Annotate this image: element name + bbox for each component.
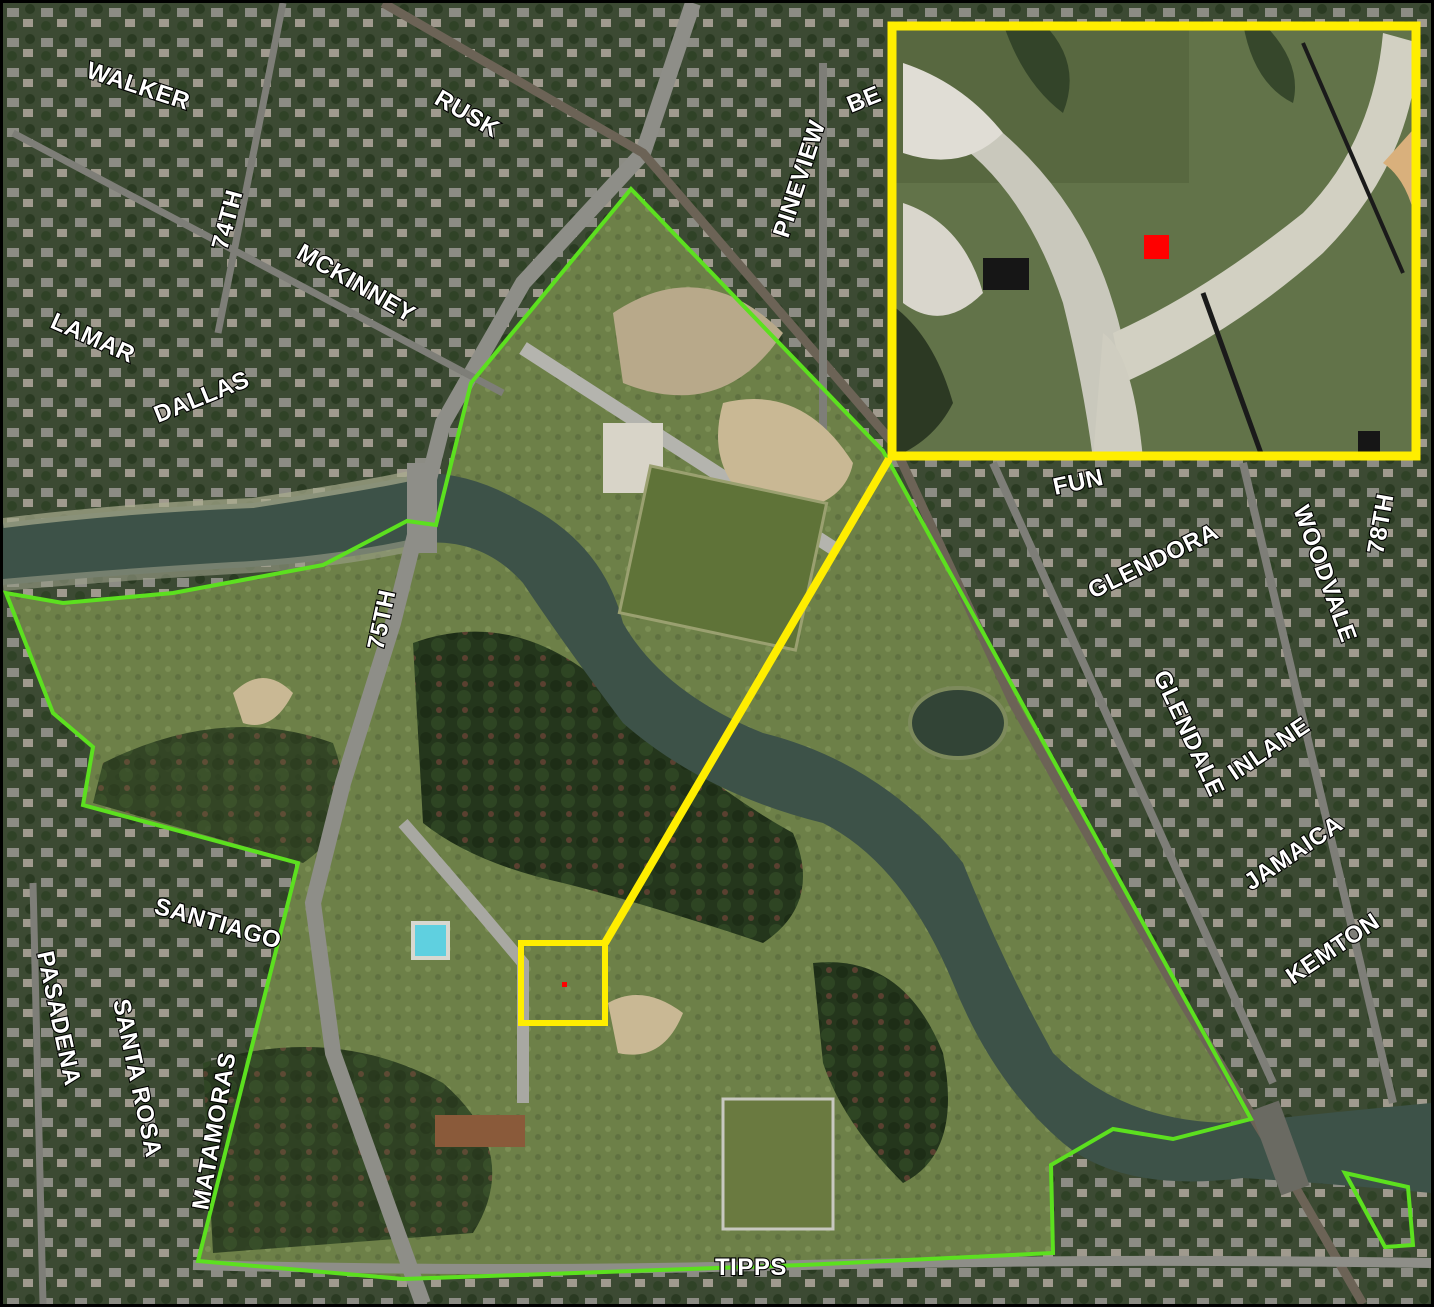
pond: [908, 686, 1008, 760]
inset-tree-shadow-northeast: [1243, 23, 1295, 103]
inset-path-junction: [1093, 333, 1143, 459]
community-building: [435, 1115, 525, 1147]
road-lamar: [11, 129, 505, 397]
inset-path-east: [1113, 33, 1419, 383]
swimming-pool: [411, 921, 450, 960]
park-boundary-small-parcel: [1341, 1170, 1416, 1250]
baseball-field-north: [613, 287, 783, 396]
baseball-field-west: [233, 678, 293, 725]
bridge-rail: [1250, 1100, 1310, 1196]
woodland-east: [813, 962, 948, 1183]
woodland-central: [413, 631, 803, 943]
inset-frame: [887, 21, 1421, 461]
park-boundary: [3, 185, 1254, 1282]
road-74th: [214, 3, 287, 334]
inset-connector-line: [601, 456, 893, 946]
river-channel: [3, 473, 1431, 1193]
inset-tree-shadow-west: [889, 303, 953, 459]
baseball-field-northeast: [718, 399, 853, 513]
road-pasadena: [29, 882, 47, 1304]
woodland-west: [93, 727, 343, 863]
inset-power-line-lower: [1200, 292, 1266, 460]
inset-path-west: [943, 133, 1133, 459]
inset-pavement: [903, 203, 983, 316]
bridge-75th: [407, 463, 437, 553]
site-selection-box[interactable]: [518, 940, 608, 1026]
park-drive: [398, 819, 529, 1103]
site-marker: [1144, 235, 1169, 259]
river-bank-north: [3, 468, 425, 528]
inset-tree-shadow-north: [1003, 23, 1070, 113]
road-woodvale: [1239, 462, 1397, 1104]
site-marker-small: [562, 982, 567, 987]
road-75th: [304, 3, 701, 1304]
map-canvas: WALKER RUSK PINEVIEW BE 74TH MCKINNEY LA…: [3, 3, 1431, 1304]
inset-building-roof: [903, 63, 1003, 160]
inset-zoom-view: [887, 21, 1421, 461]
woodland-south: [203, 1047, 493, 1253]
baseball-field-south: [608, 995, 683, 1055]
road-glendale: [989, 461, 1277, 1085]
inset-structure: [983, 258, 1029, 290]
soccer-field-south: [721, 1097, 835, 1231]
inset-sand-patch: [1383, 123, 1419, 243]
inset-power-line-upper: [1301, 42, 1405, 274]
soccer-field-north: [617, 464, 829, 652]
river-bank-south: [3, 537, 425, 591]
street-label-tipps: TIPPS: [715, 1254, 787, 1281]
